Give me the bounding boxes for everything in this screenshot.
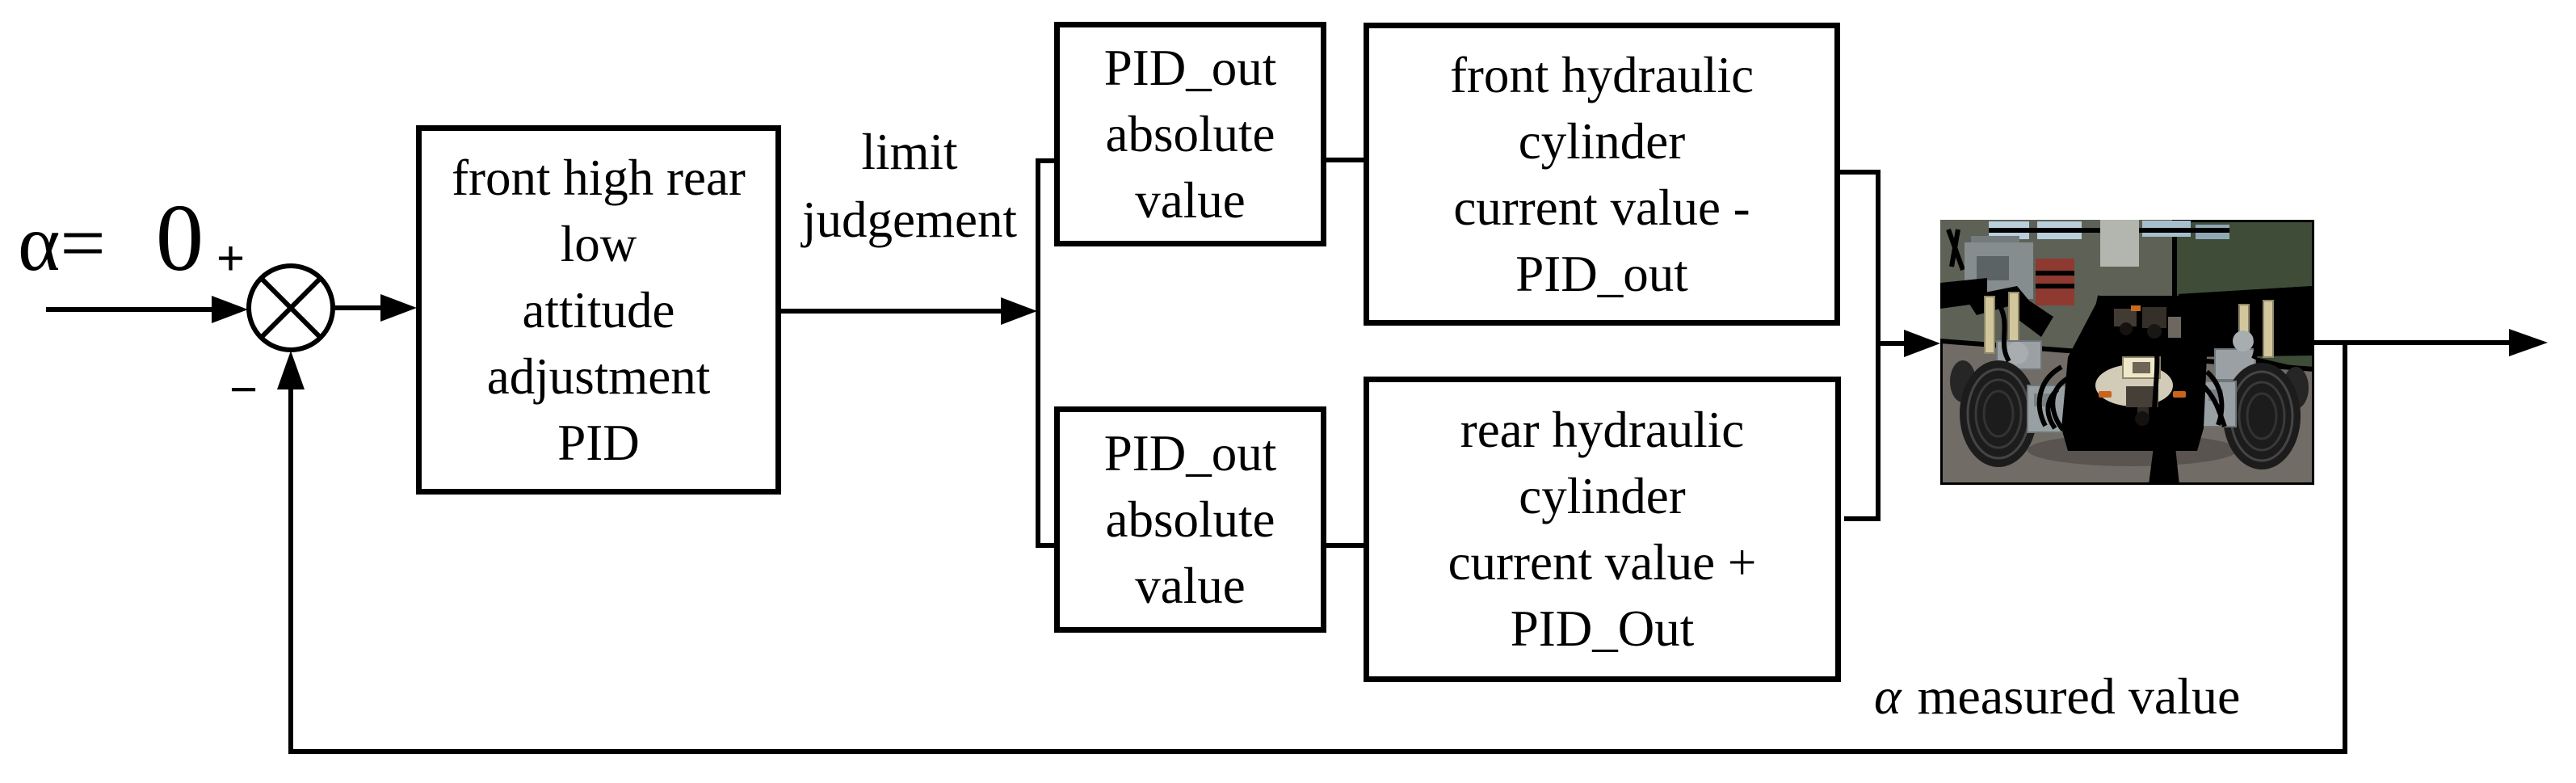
front-cylinder-line: current value -	[1453, 179, 1750, 236]
vehicle-photo	[1940, 220, 2314, 485]
feedback-label: α measured value	[1874, 667, 2240, 726]
rear-cylinder-line: current value +	[1448, 534, 1757, 591]
photo-orange-cables	[2036, 364, 2227, 431]
photo-wheel-left	[1960, 360, 2037, 467]
merge-connector-path	[1837, 170, 1881, 521]
limit-judgement-line: limit	[861, 124, 958, 180]
abs-bottom-line: PID_out	[1103, 425, 1277, 482]
feedback-arrowhead-icon	[277, 351, 305, 389]
pid-block-line: PID	[557, 414, 640, 471]
plant-input-arrowhead-icon	[1904, 330, 1940, 357]
abs-top-line: absolute	[1105, 106, 1275, 162]
input-arrowhead-icon	[212, 296, 248, 323]
photo-pillar	[2100, 220, 2139, 267]
photo-red-marks	[1946, 228, 1965, 272]
error-arrowhead-icon	[380, 294, 417, 322]
rear-cylinder-line: PID_Out	[1510, 600, 1695, 657]
pid-controller-block: front high rear low attitude adjustment …	[416, 125, 781, 495]
front-cylinder-line: cylinder	[1518, 112, 1686, 170]
front-cylinder-block: front hydraulic cylinder current value -…	[1364, 23, 1840, 326]
limit-judgement-label: limit judgement	[780, 118, 1040, 254]
abs-bottom-line: absolute	[1105, 491, 1275, 548]
setpoint-symbol: α=	[18, 198, 106, 288]
abs-value-block-bottom: PID_out absolute value	[1054, 406, 1326, 633]
limit-judgement-line: judgement	[802, 192, 1017, 248]
abs-top-line: value	[1135, 172, 1246, 229]
front-cylinder-line: front hydraulic	[1449, 46, 1754, 103]
rear-cylinder-block: rear hydraulic cylinder current value + …	[1364, 377, 1841, 682]
abs-value-block-top: PID_out absolute value	[1054, 22, 1326, 246]
plant-output-arrowhead-icon	[2509, 329, 2548, 356]
feedback-text: measured value	[1917, 667, 2241, 725]
photo-red-toolbox	[2036, 259, 2074, 305]
rear-cylinder-line: rear hydraulic	[1460, 402, 1745, 458]
plus-sign: +	[216, 231, 246, 285]
pid-output-arrowhead-icon	[1001, 297, 1037, 325]
feedback-path	[288, 343, 2347, 754]
photo-yellow-floor-stripe	[2149, 409, 2179, 485]
pid-block-line: low	[560, 215, 637, 272]
front-cylinder-line: PID_out	[1515, 245, 1688, 302]
photo-suspension-left	[1950, 286, 2053, 402]
abs-bottom-line: value	[1135, 558, 1246, 614]
abs-top-line: PID_out	[1103, 40, 1277, 96]
pid-block-line: adjustment	[486, 347, 711, 405]
feedback-alpha-symbol: α	[1874, 667, 1902, 725]
minus-sign: −	[229, 362, 258, 416]
setpoint-label: α= 0	[18, 184, 204, 291]
photo-machine	[1965, 236, 2033, 299]
rear-cylinder-line: cylinder	[1519, 468, 1686, 524]
summing-junction-cross-2	[259, 276, 322, 339]
setpoint-value: 0	[155, 184, 204, 291]
pid-block-line: attitude	[522, 281, 675, 339]
pid-block-line: front high rear	[452, 149, 746, 206]
